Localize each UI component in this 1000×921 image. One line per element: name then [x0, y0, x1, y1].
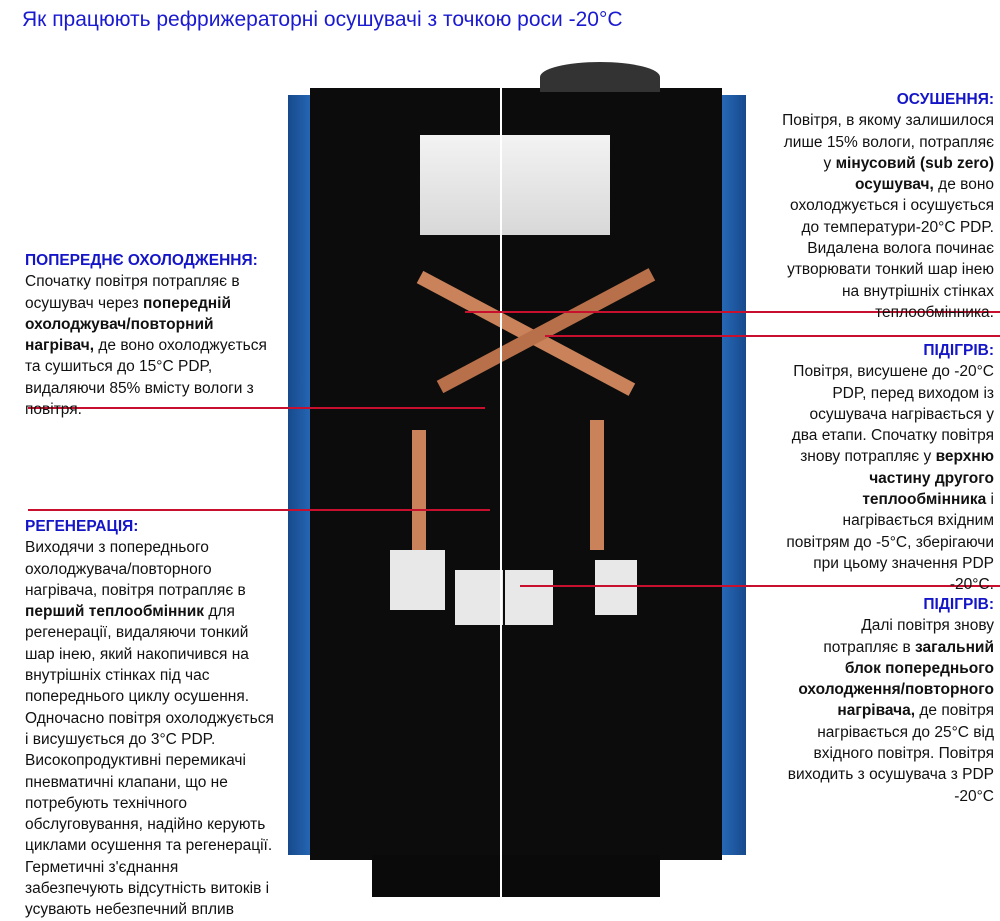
page-title: Як працюють рефрижераторні осушувачі з т… — [22, 8, 623, 31]
body-text: і нагрівається вхідним повітрям до -5°C,… — [786, 491, 994, 594]
block-heading: ПІДІГРІВ: — [923, 342, 994, 359]
bold-text: попередній охолоджувач/повторний нагріва… — [25, 294, 231, 355]
block-heading: ПОПЕРЕДНЄ ОХОЛОДЖЕННЯ: — [25, 252, 258, 269]
bold-text: мінусовий (sub zero) осушувач, — [835, 154, 994, 194]
pointer-line — [545, 335, 1000, 337]
body-text: де воно охолоджується і осушується до те… — [787, 176, 994, 321]
evaporator — [420, 135, 610, 235]
bold-text: перший теплообмінник — [25, 603, 205, 621]
block-heading: РЕГЕНЕРАЦІЯ: — [25, 518, 139, 535]
copper-pipe — [412, 430, 426, 550]
valve — [390, 550, 445, 610]
reheating-block-1: ПІДІГРІВ: Повітря, висушене до -20°C PDP,… — [754, 340, 994, 596]
valve — [455, 570, 503, 625]
regeneration-block: РЕГЕНЕРАЦІЯ: Виходячи з попереднього охол… — [25, 516, 315, 921]
bold-text: верхню частину другого теплообмінника — [862, 448, 994, 509]
drying-block: ОСУШЕННЯ: Повітря, в якому залишилося лиш… — [734, 89, 994, 323]
pre-cooling-block: ПОПЕРЕДНЄ ОХОЛОДЖЕННЯ: Спочатку повітря п… — [25, 250, 315, 420]
body-text: де воно охолоджується та сушиться до 15°… — [25, 337, 267, 419]
body-text: Далі повітря знову потрапляє в — [823, 617, 994, 656]
copper-pipe — [590, 420, 604, 550]
body-text: Повітря, в якому залишилося лише 15% вол… — [782, 112, 994, 172]
body-text: для регенерації, видаляючи тонкий шар ін… — [25, 603, 274, 919]
cabinet-base — [372, 855, 660, 897]
pointer-line — [28, 509, 490, 511]
body-text: Спочатку повітря потрапляє в осушувач че… — [25, 273, 240, 312]
body-text: де повітря нагрівається до 25°C від вхід… — [787, 702, 994, 805]
divider-line — [500, 50, 502, 921]
body-text: Повітря, висушене до -20°C PDP, перед ви… — [791, 363, 994, 466]
pointer-line — [28, 407, 485, 409]
fan — [540, 62, 660, 92]
valve — [505, 570, 553, 625]
pointer-line — [520, 585, 1000, 587]
bold-text: загальний блок попереднього охолодження/… — [798, 638, 994, 720]
valve — [595, 560, 637, 615]
block-heading: ОСУШЕННЯ: — [896, 91, 994, 108]
body-text: Виходячи з попереднього охолоджувача/пов… — [25, 539, 246, 599]
block-heading: ПІДІГРІВ: — [923, 596, 994, 613]
pointer-line — [465, 311, 1000, 313]
reheating-block-2: ПІДІГРІВ:Далі повітря знову потрапляє в … — [754, 594, 994, 807]
